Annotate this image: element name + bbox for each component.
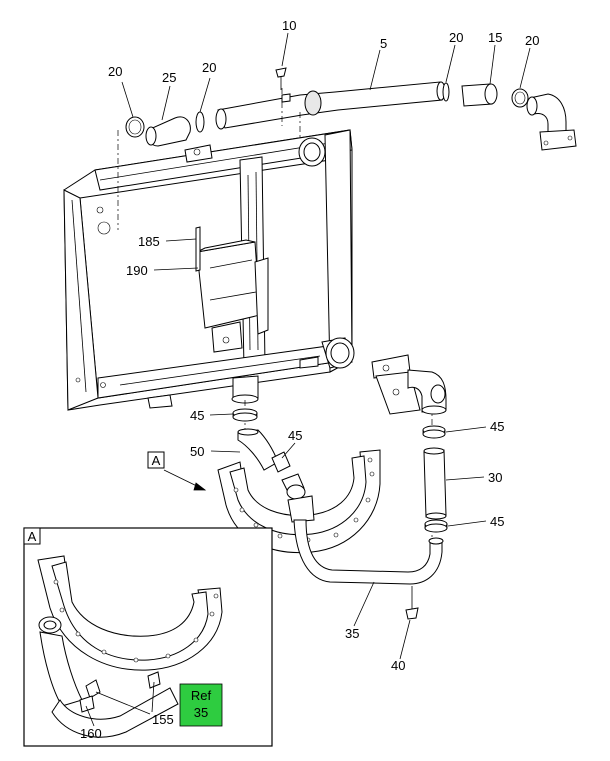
callout-45-c: 45 (490, 419, 504, 434)
hose-elbow-25 (145, 116, 191, 147)
clamp-45-right-upper (422, 425, 446, 439)
upper-charge-air-tube (215, 81, 446, 130)
clamp-155-b (147, 671, 161, 689)
lower-charge-air-tube-35 (293, 519, 444, 585)
frame-crossmember (217, 449, 381, 554)
hose-elbow-50 (237, 428, 279, 471)
callout-20-a: 20 (449, 30, 463, 45)
fastener-40 (405, 586, 419, 620)
callout-50: 50 (190, 444, 204, 459)
clamp-155-a (85, 679, 101, 699)
callout-25: 25 (162, 70, 176, 85)
callout-20-c: 20 (108, 64, 122, 79)
clamp-45-right-lower (424, 519, 448, 533)
callout-10: 10 (282, 18, 296, 33)
clamp-20-upper-left-a (125, 116, 145, 138)
leader-lines (121, 32, 531, 660)
callout-185: 185 (138, 234, 160, 249)
callout-20-d: 20 (202, 60, 216, 75)
detail-a-marker: A (147, 451, 207, 491)
callout-160: 160 (80, 726, 102, 741)
callout-15: 15 (488, 30, 502, 45)
callout-labels: 10 5 20 15 20 20 25 20 185 190 45 50 45 … (80, 18, 539, 741)
callout-5: 5 (380, 36, 387, 51)
clamp-45-lower-mid (271, 451, 291, 473)
callout-45-d: 45 (490, 514, 504, 529)
clamp-20-upper-right-b (511, 88, 529, 108)
part-160 (79, 695, 95, 713)
fastener-10 (275, 67, 287, 90)
reservoir-bracket (195, 226, 201, 272)
callout-155: 155 (152, 712, 174, 727)
callout-20-b: 20 (525, 33, 539, 48)
detail-a-box: A Ref 35 (23, 527, 273, 747)
clamp-20-upper-right-a (442, 82, 450, 102)
straight-hose-30 (423, 447, 447, 520)
detail-a-marker-label: A (152, 453, 161, 468)
ref-badge-line2: 35 (194, 705, 208, 720)
ref-badge[interactable] (179, 683, 223, 727)
detail-a-box-label: A (28, 529, 37, 544)
callout-40: 40 (391, 658, 405, 673)
turbo-elbow (526, 93, 577, 151)
coolant-reservoir (196, 239, 269, 353)
clamp-45-lower-left (232, 408, 258, 422)
right-elbow-bracket (371, 354, 447, 415)
callout-190: 190 (126, 263, 148, 278)
ref-badge-line1: Ref (191, 688, 212, 703)
callout-35: 35 (345, 626, 359, 641)
callout-30: 30 (488, 470, 502, 485)
callout-45-b: 45 (288, 428, 302, 443)
arrow-head-icon (193, 482, 207, 491)
callout-45-a: 45 (190, 408, 204, 423)
hose-coupler-15 (461, 83, 498, 107)
clamp-20-upper-left-b (195, 111, 205, 133)
